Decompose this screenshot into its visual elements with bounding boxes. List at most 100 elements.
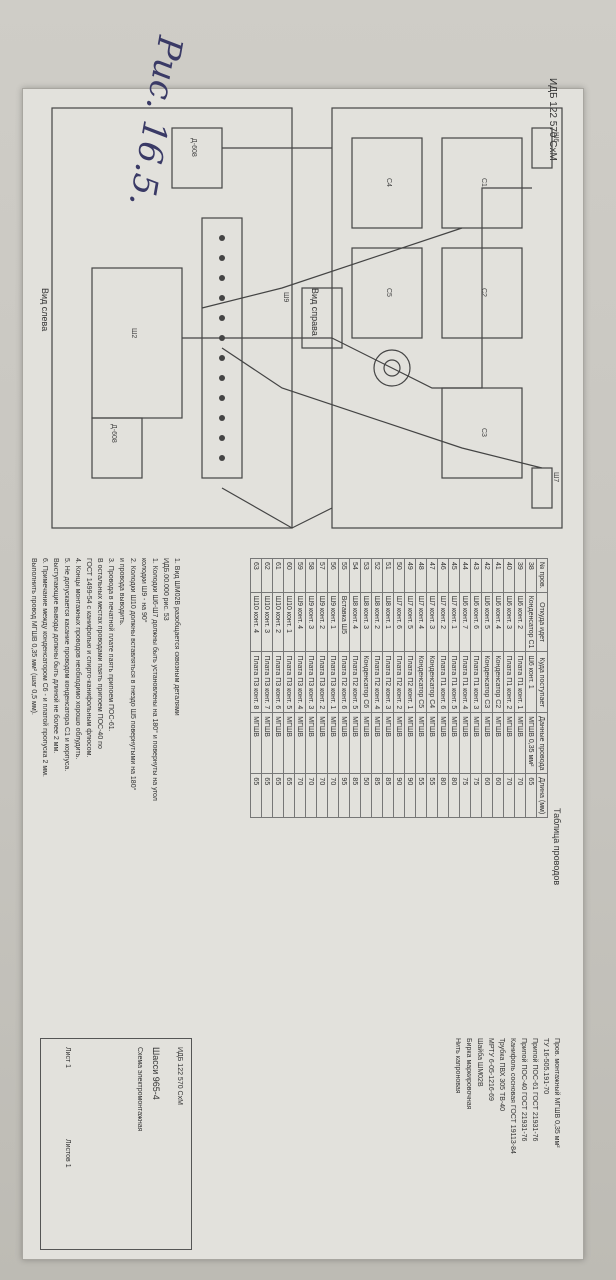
connector-block-b (91, 417, 143, 479)
table-cell: МГШВ (481, 712, 493, 774)
table-cell: 47 (426, 558, 438, 593)
table-cell: МГШВ (349, 712, 361, 774)
table-cell: Ш10 конт. 2 (272, 592, 284, 652)
label-c2: С2 (480, 288, 487, 297)
table-cell: МГШВ (305, 712, 317, 774)
table-cell: 60 (492, 773, 504, 818)
label-board: Ш2 (130, 328, 137, 338)
table-cell: 70 (316, 773, 328, 818)
table-cell: 70 (294, 773, 306, 818)
table-cell: 80 (448, 773, 460, 818)
note-line: 6. Примечание между конденсатором С6 - и… (41, 558, 48, 777)
table-cell: МГШВ (371, 712, 383, 774)
table-cell: 48 (415, 558, 427, 593)
table-cell: МГШВ (360, 712, 372, 774)
table-cell: 61 (272, 558, 284, 593)
label-c4: С4 (385, 178, 392, 187)
table-cell: Ш6 конт. 2 (514, 592, 526, 652)
table-cell: 65 (250, 773, 262, 818)
table-cell: Плата П2 конт. 1 (404, 651, 416, 713)
table-cell: 46 (437, 558, 449, 593)
table-cell: МГШВ (514, 712, 526, 774)
table-cell: 95 (338, 773, 350, 818)
table-cell: МГШВ (250, 712, 262, 774)
table-cell: 65 (525, 773, 537, 818)
table-cell: 44 (459, 558, 471, 593)
table-cell: Плата П3 конт. 7 (261, 651, 273, 713)
wire-table-title: Таблица проводов (552, 808, 562, 886)
col-header: Длина (мм) (536, 773, 548, 818)
connector-block-a (171, 127, 223, 189)
note-line: 4. Концы монтажных проводов необходимо х… (74, 558, 81, 760)
note-line: ГОСТ 1499-54 с канифолью и спирто-канифо… (85, 558, 92, 758)
table-cell: Плата П2 конт. 6 (338, 651, 350, 713)
table-cell: МГШВ (426, 712, 438, 774)
table-cell: Плата П3 конт. 6 (272, 651, 284, 713)
table-cell: 54 (349, 558, 361, 593)
wire-table: № пров. Откуда идет Куда поступает Данны… (250, 558, 548, 818)
table-cell: Ш8 конт. 3 (360, 592, 372, 652)
table-cell: Конденсатор С2 (492, 651, 504, 713)
table-cell: МГШВ (283, 712, 295, 774)
table-cell: Ш6 конт. 1 (525, 651, 537, 713)
table-cell: 52 (371, 558, 383, 593)
table-cell: 70 (327, 773, 339, 818)
title-name: Шасси 965-4 (151, 1047, 161, 1100)
table-cell: Ш6 конт. 6 (470, 592, 482, 652)
table-cell: Плата П3 конт. 5 (283, 651, 295, 713)
table-cell: 43 (470, 558, 482, 593)
label-c3: С3 (480, 428, 487, 437)
table-cell: Ш6 конт. 5 (481, 592, 493, 652)
table-cell: 42 (481, 558, 493, 593)
note-line: В остальных местах проводами паять припо… (96, 558, 103, 749)
table-cell: Плата П3 конт. 8 (250, 651, 262, 713)
table-cell: 50 (360, 773, 372, 818)
title-sheet: Лист 1 (64, 1047, 71, 1069)
table-cell: 45 (448, 558, 460, 593)
terminal-pins (219, 235, 225, 461)
table-cell: Ш6 конт. 4 (492, 592, 504, 652)
table-cell: 75 (459, 773, 471, 818)
table-cell: Конденсатор С1 (525, 592, 537, 652)
label-view-right: Вид справа (310, 288, 320, 336)
table-cell: Ш10 конт. 1 (283, 592, 295, 652)
spec-line: Припой ПОС-61 ГОСТ 21931-76 (531, 1038, 538, 1142)
note-line: колодки Ш9 - на 90° (140, 558, 147, 623)
center-hole (373, 349, 411, 387)
table-cell: Плата П2 конт. 4 (371, 651, 383, 713)
note-line: 1. Вид ШМ02В разобщается сквозным деталя… (173, 558, 180, 716)
note-line: 5. Не допускается касание проводом конде… (63, 558, 70, 772)
table-cell: МГШВ (459, 712, 471, 774)
capacitor-c5 (351, 247, 423, 339)
table-cell: МГШВ (448, 712, 460, 774)
spec-line: Припой ПОС-40 ГОСТ 21931-76 (520, 1038, 527, 1142)
label-dz: Д-608 (190, 138, 197, 157)
title-sheets: Листов 1 (64, 1139, 71, 1168)
capacitor-c4 (351, 137, 423, 229)
table-cell: МГШВ (338, 712, 350, 774)
table-cell: 85 (382, 773, 394, 818)
spec-line: ТУ 16-505.191-70 (542, 1038, 549, 1095)
table-cell: МГШВ (382, 712, 394, 774)
table-cell: 90 (404, 773, 416, 818)
table-cell: 56 (327, 558, 339, 593)
table-cell: Ш7 конт. 3 (426, 592, 438, 652)
table-cell: Ш10 конт. 4 (250, 592, 262, 652)
spec-line: МРТУ 6-05-1216-69 (487, 1038, 494, 1101)
spec-line: Бирка маркировочная (465, 1038, 472, 1110)
table-cell: Ш6 конт. 7 (459, 592, 471, 652)
table-cell: МГШВ (492, 712, 504, 774)
table-cell: Плата П1 конт. 2 (503, 651, 515, 713)
